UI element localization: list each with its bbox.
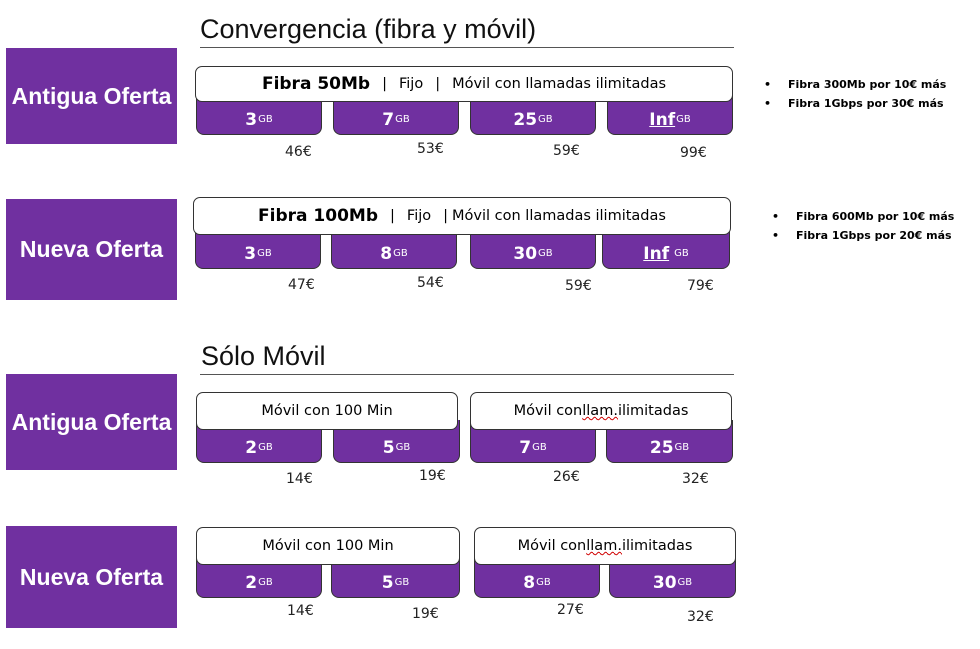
extras-list: • Fibra 600Mb por 10€ más • Fibra 1Gbps po…: [772, 207, 954, 245]
group-label-prefix: Móvil con: [513, 403, 583, 419]
bullet-icon: •: [764, 78, 772, 91]
data-amount: 30: [513, 244, 538, 264]
data-amount: 30: [652, 573, 677, 593]
data-amount: 7: [382, 110, 395, 130]
price: 27€: [557, 602, 584, 618]
bullet-icon: •: [772, 210, 780, 223]
data-unit: GB: [536, 577, 551, 588]
price: 32€: [682, 471, 709, 487]
bullet-icon: •: [764, 97, 772, 110]
mobile-label: Móvil con llamadas ilimitadas: [452, 208, 666, 224]
fiber-speed: Fibra 100Mb: [258, 206, 379, 226]
section-divider: [200, 374, 734, 375]
offer-label-antigua: Antigua Oferta: [6, 374, 177, 470]
data-unit: GB: [258, 114, 273, 125]
plan-header-fibra-100mb: Fibra 100Mb | Fijo | Móvil con llamadas …: [193, 197, 731, 235]
landline-label: Fijo: [398, 76, 424, 92]
data-amount: 3: [244, 244, 257, 264]
price: 19€: [412, 606, 439, 622]
data-unit: GB: [538, 248, 553, 259]
data-amount: Inf: [649, 110, 676, 130]
data-unit: GB: [538, 114, 553, 125]
landline-label: Fijo: [406, 208, 432, 224]
plan-group-header-100min: Móvil con 100 Min: [196, 527, 460, 565]
data-unit: GB: [394, 577, 410, 588]
price: 99€: [680, 145, 707, 161]
group-label-suffix: ilimitadas: [617, 403, 689, 419]
data-unit: GB: [676, 114, 691, 125]
extra-item: • Fibra 300Mb por 10€ más: [764, 75, 946, 94]
data-amount: 25: [513, 110, 538, 130]
fiber-speed: Fibra 50Mb: [261, 74, 371, 94]
mobile-label: Móvil con llamadas ilimitadas: [452, 76, 667, 92]
data-amount: Inf: [643, 244, 670, 264]
spellcheck-word: llam.: [582, 403, 618, 419]
price: 14€: [286, 471, 313, 487]
bullet-icon: •: [772, 229, 780, 242]
data-amount: 5: [381, 573, 394, 593]
price: 53€: [417, 141, 444, 157]
data-unit: GB: [258, 577, 273, 588]
price: 46€: [285, 144, 312, 160]
extra-item: • Fibra 1Gbps por 20€ más: [772, 226, 954, 245]
separator: |: [443, 208, 449, 224]
extras-list: • Fibra 300Mb por 10€ más • Fibra 1Gbps po…: [764, 75, 946, 113]
separator: |: [435, 76, 441, 92]
data-amount: 2: [245, 573, 258, 593]
price: 79€: [687, 278, 714, 294]
plan-group-header-unlimited: Móvil con llam. ilimitadas: [470, 392, 732, 430]
offer-label-antigua: Antigua Oferta: [6, 48, 177, 144]
data-unit: GB: [674, 248, 689, 259]
data-amount: 3: [245, 110, 258, 130]
extra-text: Fibra 1Gbps por 30€ más: [788, 97, 944, 110]
data-amount: 7: [519, 438, 532, 458]
extra-text: Fibra 1Gbps por 20€ más: [796, 229, 952, 242]
extra-text: Fibra 300Mb por 10€ más: [788, 78, 947, 91]
group-label-suffix: ilimitadas: [621, 538, 693, 554]
group-label-prefix: Móvil con: [517, 538, 587, 554]
price: 59€: [553, 143, 580, 159]
section-divider: [200, 47, 734, 48]
data-unit: GB: [674, 442, 690, 453]
data-unit: GB: [395, 442, 411, 453]
price: 14€: [287, 603, 314, 619]
plan-group-header-100min: Móvil con 100 Min: [196, 392, 458, 430]
price: 59€: [565, 278, 592, 294]
data-amount: 8: [523, 573, 536, 593]
data-unit: GB: [677, 577, 693, 588]
price: 32€: [687, 609, 714, 625]
separator: |: [382, 76, 387, 92]
data-unit: GB: [393, 248, 408, 259]
section-title-solo-movil: Sólo Móvil: [201, 341, 326, 371]
plan-group-header-unlimited: Móvil con llam. ilimitadas: [474, 527, 736, 565]
data-unit: GB: [532, 442, 547, 453]
extra-item: • Fibra 1Gbps por 30€ más: [764, 94, 946, 113]
offer-label-nueva: Nueva Oferta: [6, 526, 177, 628]
data-unit: GB: [258, 442, 273, 453]
price: 54€: [417, 275, 444, 291]
price: 26€: [553, 469, 580, 485]
data-unit: GB: [257, 248, 272, 259]
offer-label-nueva: Nueva Oferta: [6, 199, 177, 300]
spellcheck-word: llam.: [586, 538, 622, 554]
extra-text: Fibra 600Mb por 10€ más: [796, 210, 955, 223]
section-title-convergencia: Convergencia (fibra y móvil): [200, 14, 537, 44]
price: 19€: [419, 468, 446, 484]
separator: |: [390, 208, 395, 224]
extra-item: • Fibra 600Mb por 10€ más: [772, 207, 954, 226]
data-amount: 8: [380, 244, 393, 264]
data-amount: 2: [245, 438, 258, 458]
data-unit: GB: [395, 114, 410, 125]
plan-header-fibra-50mb: Fibra 50Mb | Fijo | Móvil con llamadas i…: [195, 66, 733, 102]
price: 47€: [288, 277, 315, 293]
data-amount: 5: [382, 438, 395, 458]
data-amount: 25: [649, 438, 674, 458]
